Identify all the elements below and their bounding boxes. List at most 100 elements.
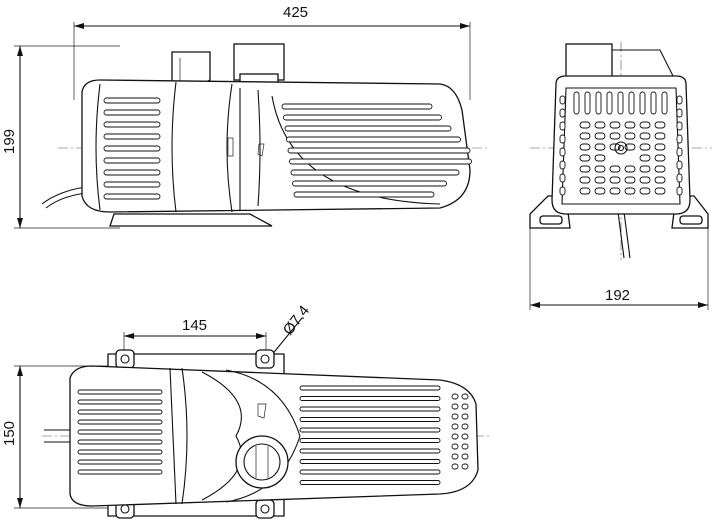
vent-slot — [287, 147, 471, 154]
grill-slot — [559, 95, 566, 105]
vent-slot — [299, 427, 441, 433]
grill-slot — [559, 108, 566, 118]
grill-hole — [654, 143, 666, 151]
grill-slot — [639, 91, 646, 115]
grill-slot — [559, 160, 566, 170]
vent-slot — [299, 448, 441, 454]
grill-hole — [609, 121, 621, 129]
grill-hole — [579, 121, 591, 129]
vent-slot — [77, 389, 163, 395]
grill-slot — [676, 121, 683, 131]
grill-hole — [594, 121, 606, 129]
vent-slot — [103, 169, 161, 176]
dim-width: 192 — [605, 287, 630, 304]
vent-slot — [299, 417, 441, 422]
grill-hole — [609, 176, 621, 184]
vent-slot — [103, 121, 161, 128]
grill-slot — [676, 186, 683, 196]
grill-hole — [654, 176, 666, 184]
grill-hole — [624, 187, 636, 195]
vent-slot — [103, 109, 161, 116]
grill-slot — [676, 134, 683, 144]
grill-hole — [579, 143, 591, 151]
vent-slot — [292, 180, 447, 187]
grill-hole — [654, 154, 666, 162]
grill-slot — [606, 91, 613, 115]
grill-hole — [654, 165, 666, 173]
vent-slot — [103, 97, 161, 104]
grill-hole — [654, 132, 666, 140]
vent-slot — [77, 449, 163, 455]
vent-slot — [103, 145, 161, 152]
vent-slot — [103, 157, 161, 164]
grill-hole — [461, 403, 469, 410]
vent-slot — [284, 125, 452, 132]
grill-hole — [654, 187, 666, 195]
grill-hole — [639, 176, 651, 184]
grill-hole — [461, 423, 469, 430]
dim-height: 199 — [1, 129, 18, 154]
grill-hole — [609, 187, 621, 195]
grill-slot — [650, 91, 657, 115]
vent-slot — [77, 409, 163, 415]
grill-hole — [579, 132, 591, 140]
grill-hole — [451, 393, 459, 400]
vent-slot — [77, 439, 163, 445]
grill-hole — [451, 413, 459, 420]
grill-hole — [461, 413, 469, 420]
grill-slot — [661, 91, 668, 115]
grill-slot — [595, 91, 602, 115]
grill-hole — [594, 187, 606, 195]
dim-hole: Ø7.4 — [280, 302, 313, 338]
grill-slot — [573, 91, 580, 115]
vent-slot — [103, 193, 161, 200]
grill-slot — [676, 108, 683, 118]
grill-hole — [639, 154, 651, 162]
grill-hole — [461, 443, 469, 450]
grill-hole — [451, 463, 459, 470]
grill-slot — [676, 95, 683, 105]
grill-slot — [559, 121, 566, 131]
side-view: 425 199 — [1, 4, 490, 229]
vent-slot — [103, 181, 161, 188]
grill-slot — [559, 186, 566, 196]
grill-hole — [624, 132, 636, 140]
grill-hole — [639, 132, 651, 140]
grill-hole — [639, 187, 651, 195]
grill-hole — [609, 165, 621, 173]
grill-hole — [594, 176, 606, 184]
grill-hole — [451, 403, 459, 410]
grill-hole — [624, 176, 636, 184]
vent-slot — [299, 406, 441, 412]
vent-slot — [290, 169, 460, 176]
vent-slot — [289, 158, 472, 165]
vent-slot — [77, 429, 163, 435]
grill-hole — [461, 393, 469, 400]
dim-mount-spacing: 145 — [182, 317, 207, 334]
grill-hole — [451, 433, 459, 440]
vent-slot — [299, 459, 441, 464]
grill-slot — [584, 91, 591, 115]
grill-hole — [451, 453, 459, 460]
vent-slot — [299, 469, 441, 475]
grill-hole — [639, 143, 651, 151]
grill-hole — [639, 121, 651, 129]
end-view: 192 — [529, 42, 712, 310]
grill-hole — [451, 443, 459, 450]
vent-slot — [77, 459, 163, 465]
vent-slot — [103, 133, 161, 140]
grill-hole — [594, 154, 606, 162]
grill-slot — [676, 147, 683, 157]
grill-hole — [461, 453, 469, 460]
dim-depth: 150 — [1, 421, 18, 446]
grill-hole — [451, 423, 459, 430]
grill-hole — [609, 132, 621, 140]
grill-hole — [579, 187, 591, 195]
vent-slot — [299, 396, 441, 401]
dim-length: 425 — [283, 4, 308, 21]
vent-slot — [299, 438, 441, 443]
grill-hole — [579, 165, 591, 173]
vent-slot — [281, 103, 433, 110]
grill-slot — [628, 91, 635, 115]
